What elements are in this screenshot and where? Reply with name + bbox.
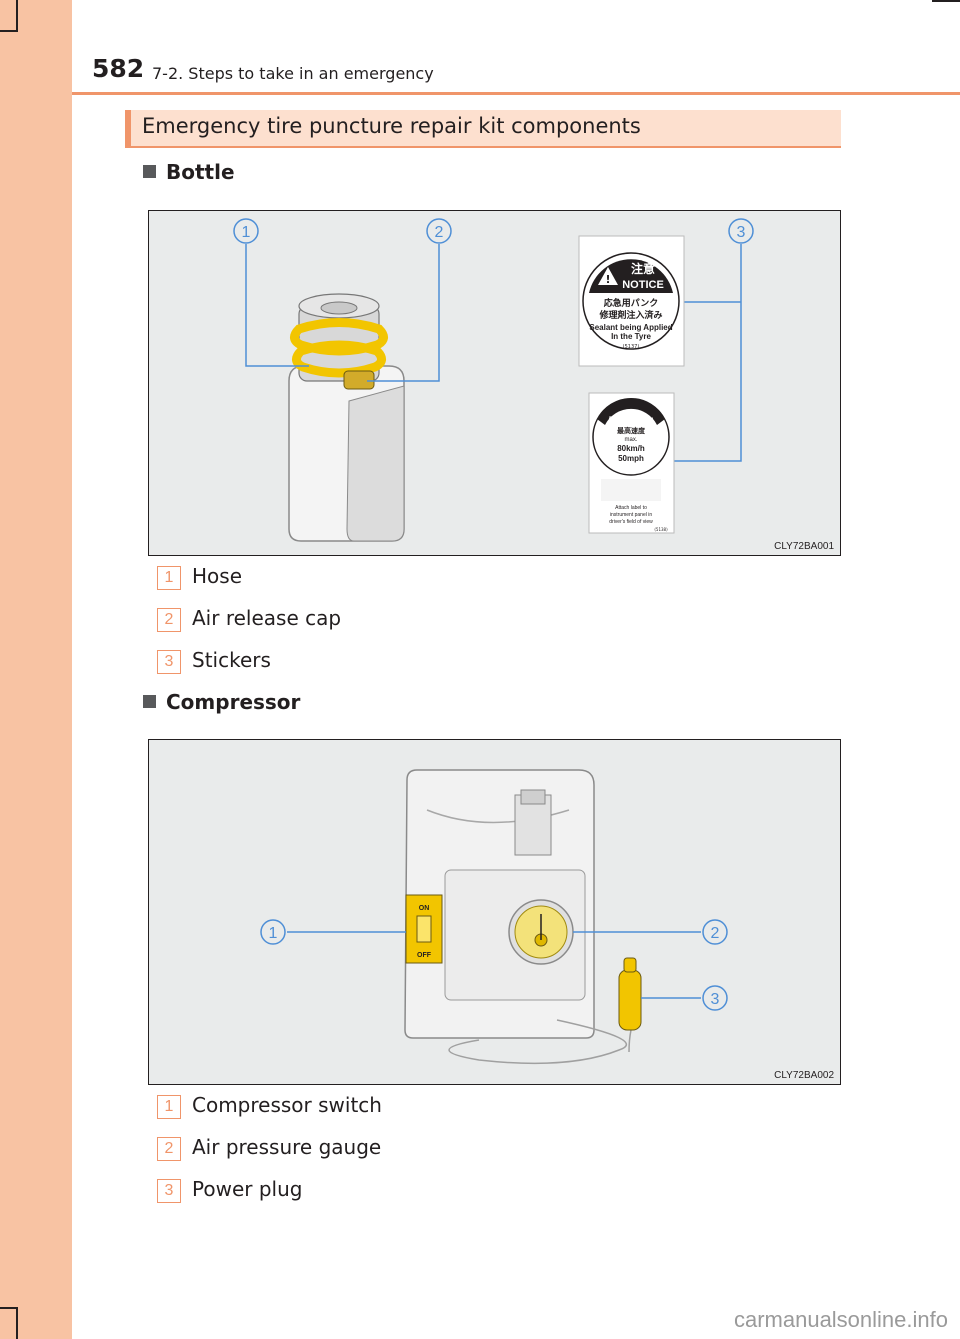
caution-jp: 最高速度 (617, 426, 646, 435)
compressor-figure: ON OFF 1 2 3 CLY72BA002 (148, 739, 841, 1085)
switch-off-label: OFF (417, 952, 432, 959)
notice-jp-line2: 修理剤注入済み (598, 309, 662, 321)
legend-number: 3 (157, 650, 181, 674)
bottle-figure: 1 2 3 ! 注意 NOTICE 応急用パンク 修理剤注入済み Sealant… (148, 210, 841, 556)
warning-triangle-icon (598, 267, 618, 285)
callout-line-1 (245, 244, 309, 367)
header-rule (72, 92, 960, 95)
page-edge-band (0, 0, 72, 1339)
bottle-heading-text: Bottle (166, 160, 235, 184)
caution-max: max. (624, 437, 637, 443)
legend-number: 3 (157, 1179, 181, 1203)
legend-number: 1 (157, 566, 181, 590)
power-cord (448, 1019, 628, 1065)
square-bullet-icon (143, 165, 156, 178)
figure-code: CLY72BA001 (774, 541, 834, 552)
legend-number: 2 (157, 608, 181, 632)
callout-circle-1 (233, 218, 259, 244)
callout-circle-3 (702, 985, 728, 1011)
watermark[interactable]: carmanualsonline.info (733, 1307, 948, 1332)
compressor-illustration: ON OFF 1 2 3 (260, 769, 728, 1065)
power-cord-end (628, 1029, 632, 1053)
callout-circle-2 (426, 218, 452, 244)
caution-kmh: 80km/h (617, 444, 645, 453)
page-number: 582 (92, 54, 145, 83)
hose-connector-tip (520, 789, 546, 805)
crop-mark (16, 0, 18, 30)
callout-2: 2 (711, 925, 720, 942)
callout-2: 2 (435, 224, 444, 241)
air-release-cap (343, 370, 375, 390)
legend-label: Compressor switch (192, 1093, 382, 1117)
section-title: Emergency tire puncture repair kit compo… (142, 114, 641, 138)
square-bullet-icon (143, 695, 156, 708)
bottle-illustration: 1 2 3 ! 注意 NOTICE 応急用パンク 修理剤注入済み Sealant… (233, 218, 754, 542)
caution-header: 警告 / CAUTION (608, 416, 653, 424)
caution-note-3: driver's field of view (609, 519, 653, 525)
crop-mark (932, 0, 960, 2)
callout-1: 1 (242, 224, 251, 241)
caution-code: (5138) (654, 527, 668, 532)
notice-en-line2: In the Tyre (611, 332, 651, 341)
callout-3: 3 (711, 991, 720, 1008)
caution-sticker-header-band (597, 397, 665, 425)
legend-label: Air release cap (192, 606, 342, 630)
bottle-side (346, 385, 405, 542)
hose-connector (514, 794, 552, 856)
hose-coil-1 (290, 318, 388, 356)
legend-label: Hose (192, 564, 242, 588)
legend-label: Power plug (192, 1177, 303, 1201)
caution-note-2: instrument panel in (610, 512, 652, 518)
callout-circle-3 (728, 218, 754, 244)
compressor-heading-text: Compressor (166, 690, 301, 714)
warning-exclamation-mark: ! (605, 273, 610, 286)
section-heading-box (125, 110, 841, 148)
crop-mark (0, 30, 18, 32)
caution-mph: 50mph (618, 454, 644, 463)
chapter-title: 7-2. Steps to take in an emergency (152, 64, 434, 83)
notice-kanji: 注意 (631, 261, 655, 276)
legend-number: 1 (157, 1095, 181, 1119)
bottle-cap-center (320, 301, 358, 315)
crop-mark (0, 1307, 18, 1309)
figure-code: CLY72BA002 (774, 1070, 834, 1081)
bottle-heading: Bottle (143, 160, 235, 184)
compressor-heading: Compressor (143, 690, 300, 714)
legend-number: 2 (157, 1137, 181, 1161)
power-plug-tip (623, 957, 637, 973)
notice-code: (5137) (623, 344, 640, 350)
callout-line-2 (367, 244, 440, 382)
callout-line-3a (674, 244, 742, 462)
notice-jp-line1: 応急用パンク (604, 297, 658, 309)
notice-en-line1: Sealant being Applied (589, 323, 672, 332)
callout-1: 1 (269, 925, 278, 942)
caution-jp-note-block (601, 479, 661, 501)
power-plug (618, 969, 642, 1031)
callout-circle-2 (702, 919, 728, 945)
crop-mark (16, 1309, 18, 1339)
hose-coil-2 (292, 340, 386, 378)
callout-3: 3 (737, 224, 746, 241)
notice-word: NOTICE (622, 279, 664, 291)
legend-label: Stickers (192, 648, 271, 672)
switch-on-label: ON (419, 905, 430, 912)
legend-label: Air pressure gauge (192, 1135, 382, 1159)
caution-note-1: Attach label to (615, 505, 647, 511)
callout-circle-1 (260, 919, 286, 945)
compressor-switch-rocker[interactable] (416, 915, 432, 943)
